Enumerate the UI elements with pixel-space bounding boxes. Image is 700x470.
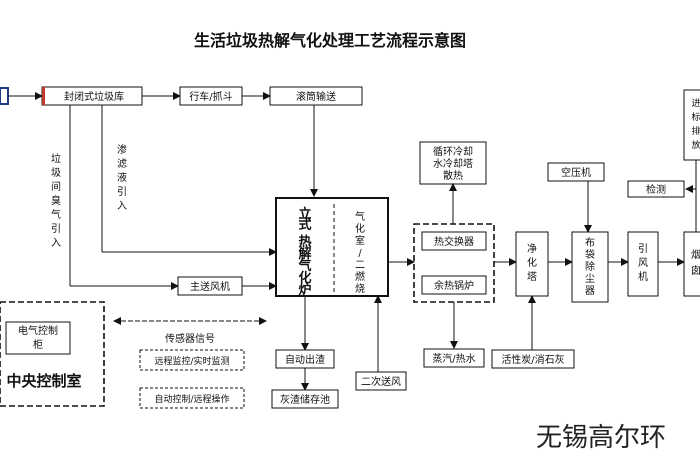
svg-text:进: 进 [691, 98, 700, 109]
storage-label: 封闭式垃圾库 [64, 90, 124, 103]
svg-text:引: 引 [638, 243, 648, 255]
svg-text:液: 液 [117, 171, 127, 184]
svg-text:引: 引 [51, 223, 61, 235]
secondary-air-label: 二次送风 [361, 375, 401, 388]
auto-control-label: 自动控制/远程操作 [154, 393, 229, 405]
svg-text:化: 化 [527, 256, 537, 269]
cooling-tower-box [419, 141, 487, 185]
svg-text:渗: 渗 [117, 143, 127, 156]
svg-text:风: 风 [638, 257, 648, 269]
svg-text:间: 间 [51, 180, 61, 193]
svg-text:二: 二 [355, 260, 365, 271]
remote-monitor-label: 远程监控/实时监测 [154, 355, 229, 367]
chamber-label: 气 化 室 / 二 燃 烧 [355, 210, 365, 295]
ash-storage-box [271, 389, 339, 409]
svg-text:燃: 燃 [355, 270, 365, 283]
svg-text:标: 标 [691, 111, 700, 123]
sensor-signal-label: 传感器信号 [165, 332, 215, 345]
boiler-box [421, 275, 487, 295]
air-compressor-box [547, 162, 605, 182]
air-compressor-label: 空压机 [561, 166, 591, 179]
svg-text:化: 化 [298, 270, 311, 286]
scrubber-box [515, 231, 549, 297]
electrical-cabinet-label-1: 电气控制 [18, 324, 58, 337]
svg-text:尘: 尘 [585, 273, 595, 285]
odor-label: 垃 圾 间 臭 气 引 入 [51, 152, 61, 249]
cooling-tower-label-1: 循环冷却 [433, 145, 473, 158]
svg-text:机: 机 [638, 270, 648, 283]
reactor-label: 立 式 热 解 气 化 炉 [297, 206, 311, 298]
id-fan-label: 引 风 机 [638, 243, 648, 283]
diagram-title: 生活垃圾热解气化处理工艺流程示意图 [194, 31, 466, 50]
svg-text:化: 化 [355, 222, 365, 235]
svg-text:室: 室 [355, 234, 365, 247]
svg-text:除: 除 [585, 260, 595, 273]
conveyor-label: 滚筒输送 [296, 90, 336, 103]
watermark-text: 无锡高尔环 [536, 423, 666, 453]
left-edge-box [0, 87, 9, 105]
leachate-label: 渗 滤 液 引 入 [117, 143, 127, 212]
electrical-cabinet-label-2: 柜 [33, 338, 43, 351]
svg-text:塔: 塔 [527, 270, 537, 283]
id-fan-box [627, 231, 659, 297]
bag-filter-box [571, 231, 609, 303]
remote-monitor-box [139, 349, 245, 371]
svg-text:气: 气 [355, 210, 365, 223]
monitor-box [627, 180, 685, 198]
crane-label: 行车/抓斗 [189, 90, 232, 103]
svg-text:净: 净 [527, 242, 537, 255]
svg-text:热: 热 [298, 234, 311, 250]
emission-label: 进 标 排 放 [691, 98, 700, 151]
svg-text:炉: 炉 [298, 282, 311, 298]
chimney-label-1: 烟 [691, 248, 700, 261]
secondary-air-box [355, 371, 407, 391]
cooling-tower-label-2: 水冷却塔 [433, 157, 473, 170]
svg-text:立: 立 [298, 206, 311, 222]
monitor-label: 检测 [646, 183, 666, 196]
conveyor-box [269, 86, 363, 106]
svg-text:气: 气 [298, 258, 311, 274]
svg-text:器: 器 [585, 285, 595, 297]
auto-control-box [139, 387, 245, 409]
steam-label: 蒸汽/热水 [432, 352, 475, 365]
svg-text:臭: 臭 [51, 194, 61, 207]
svg-text:放: 放 [691, 139, 700, 151]
storage-box-accent [42, 87, 45, 105]
chimney-box-partial [683, 231, 700, 297]
svg-text:烧: 烧 [355, 282, 365, 295]
activated-carbon-label: 活性炭/消石灰 [501, 353, 564, 366]
primary-fan-label: 主送风机 [190, 280, 230, 293]
reactor-box [275, 197, 389, 297]
svg-text:圾: 圾 [51, 167, 61, 179]
svg-text:解: 解 [297, 246, 311, 262]
svg-text:滤: 滤 [117, 157, 127, 170]
svg-text:入: 入 [51, 238, 61, 249]
bag-filter-label: 布 袋 除 尘 器 [585, 237, 595, 297]
chimney-label-2: 囱 [691, 264, 700, 277]
svg-text:入: 入 [117, 201, 127, 212]
svg-text:布: 布 [585, 237, 595, 249]
auto-slag-label: 自动出渣 [285, 353, 325, 366]
svg-text:/: / [358, 248, 362, 259]
svg-text:袋: 袋 [585, 248, 595, 261]
electrical-cabinet-box [5, 321, 71, 355]
control-room-label: 中央控制室 [6, 372, 81, 390]
svg-text:气: 气 [51, 208, 61, 221]
boiler-label: 余热锅炉 [434, 279, 474, 292]
control-room-group [0, 301, 105, 407]
heat-exchanger-label: 热交换器 [434, 235, 474, 248]
scrubber-label: 净 化 塔 [527, 242, 537, 283]
heat-exchanger-box [421, 231, 487, 251]
steam-box [423, 348, 485, 368]
ash-storage-label: 灰渣储存池 [280, 393, 330, 406]
cooling-tower-label-3: 散热 [443, 169, 463, 182]
emission-box-partial [683, 89, 700, 161]
activated-carbon-box [491, 349, 575, 369]
svg-text:引: 引 [117, 186, 127, 198]
svg-text:排: 排 [691, 125, 700, 137]
svg-text:垃: 垃 [51, 152, 61, 165]
svg-text:式: 式 [298, 217, 311, 233]
